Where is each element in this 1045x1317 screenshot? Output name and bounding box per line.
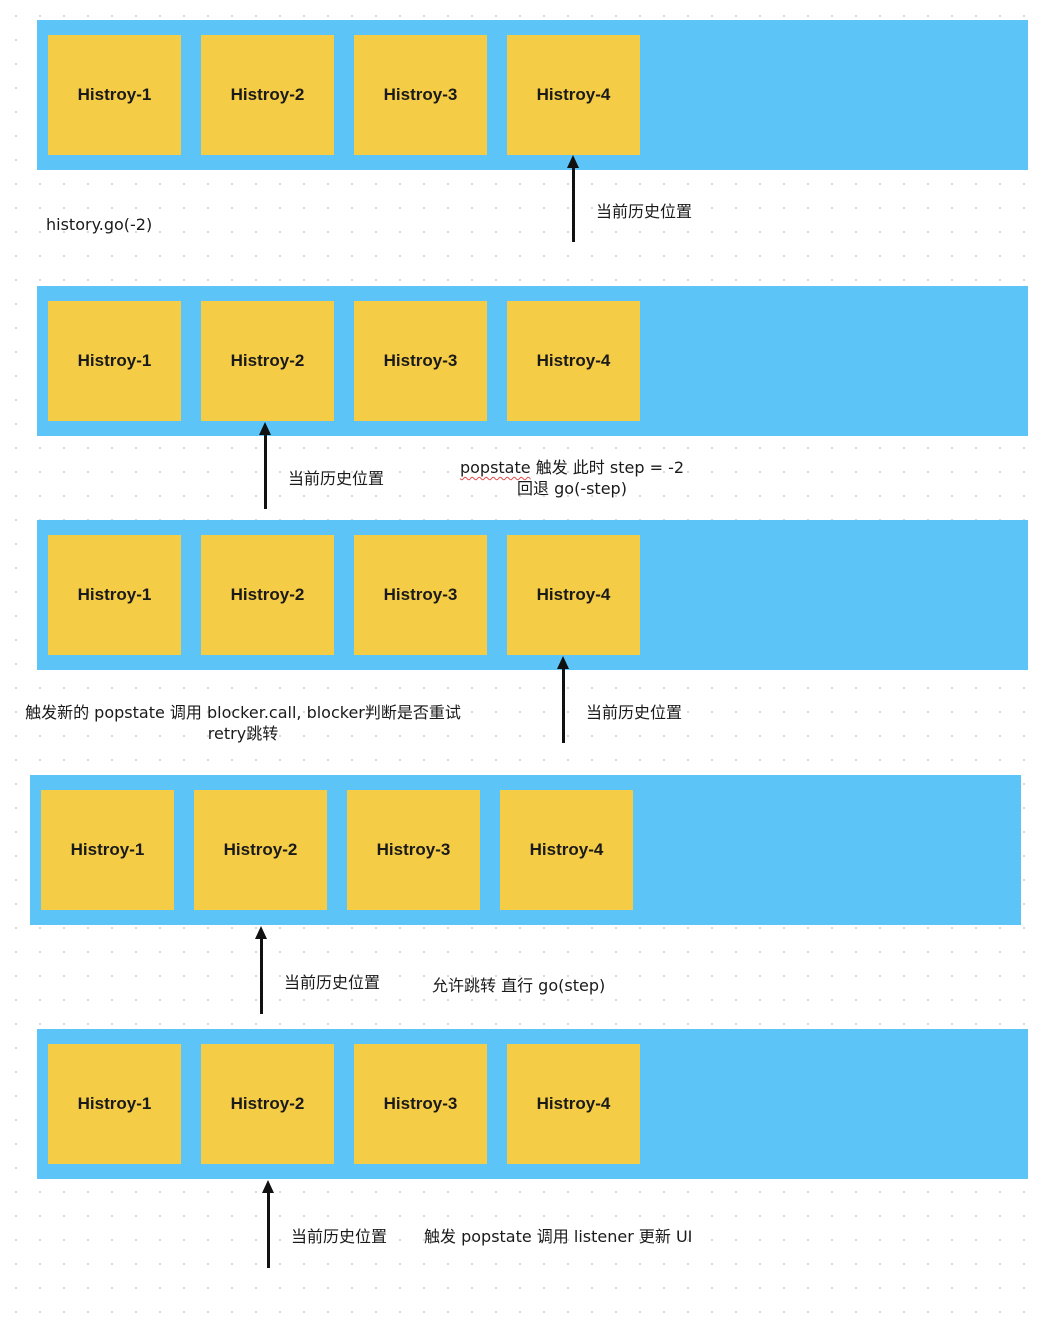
history-entry-4: Histroy-4 <box>500 790 633 910</box>
history-entry-1: Histroy-1 <box>48 535 181 655</box>
position-arrow-5 <box>262 1180 276 1268</box>
position-arrow-3 <box>557 656 571 743</box>
history-entry-4: Histroy-4 <box>507 35 640 155</box>
history-entry-4: Histroy-4 <box>507 301 640 421</box>
history-stack-1: Histroy-1 Histroy-2 Histroy-3 Histroy-4 <box>37 20 1028 170</box>
position-label-4: 当前历史位置 <box>284 973 381 992</box>
position-arrow-4 <box>255 926 269 1014</box>
history-entry-2: Histroy-2 <box>201 35 334 155</box>
position-label-1: 当前历史位置 <box>596 202 693 221</box>
step2-popstate-word: popstate <box>459 458 531 477</box>
history-entry-3: Histroy-3 <box>354 535 487 655</box>
history-entry-1: Histroy-1 <box>48 1044 181 1164</box>
history-entry-3: Histroy-3 <box>354 35 487 155</box>
history-entry-4: Histroy-4 <box>507 1044 640 1164</box>
position-label-5: 当前历史位置 <box>291 1227 388 1246</box>
step2-popstate-note: popstate 触发 此时 step = -2 回退 go(-step) <box>456 457 688 499</box>
history-entry-3: Histroy-3 <box>354 1044 487 1164</box>
history-stack-5: Histroy-1 Histroy-2 Histroy-3 Histroy-4 <box>37 1029 1028 1179</box>
position-label-3: 当前历史位置 <box>586 703 683 722</box>
step4-allow-label: 允许跳转 直行 go(step) <box>432 976 606 995</box>
step3-line-1: 触发新的 popstate 调用 blocker.call, blocker判断… <box>25 703 461 722</box>
history-stack-4: Histroy-1 Histroy-2 Histroy-3 Histroy-4 <box>30 775 1021 925</box>
step2-popstate-rest: 触发 此时 step = -2 <box>535 458 685 477</box>
history-entry-1: Histroy-1 <box>48 301 181 421</box>
history-entry-4: Histroy-4 <box>507 535 640 655</box>
history-entry-1: Histroy-1 <box>48 35 181 155</box>
history-entry-2: Histroy-2 <box>194 790 327 910</box>
position-arrow-2 <box>259 422 273 509</box>
step1-call-label: history.go(-2) <box>46 215 153 234</box>
history-entry-2: Histroy-2 <box>201 301 334 421</box>
history-entry-2: Histroy-2 <box>201 535 334 655</box>
history-stack-3: Histroy-1 Histroy-2 Histroy-3 Histroy-4 <box>37 520 1028 670</box>
history-stack-2: Histroy-1 Histroy-2 Histroy-3 Histroy-4 <box>37 286 1028 436</box>
step3-line-2: retry跳转 <box>207 724 279 743</box>
history-entry-1: Histroy-1 <box>41 790 174 910</box>
step5-update-label: 触发 popstate 调用 listener 更新 UI <box>424 1227 693 1246</box>
position-arrow-1 <box>567 155 581 242</box>
history-entry-2: Histroy-2 <box>201 1044 334 1164</box>
step3-retry-note: 触发新的 popstate 调用 blocker.call, blocker判断… <box>8 702 478 744</box>
step2-back-label: 回退 go(-step) <box>517 479 627 498</box>
position-label-2: 当前历史位置 <box>288 469 385 488</box>
history-entry-3: Histroy-3 <box>347 790 480 910</box>
history-entry-3: Histroy-3 <box>354 301 487 421</box>
